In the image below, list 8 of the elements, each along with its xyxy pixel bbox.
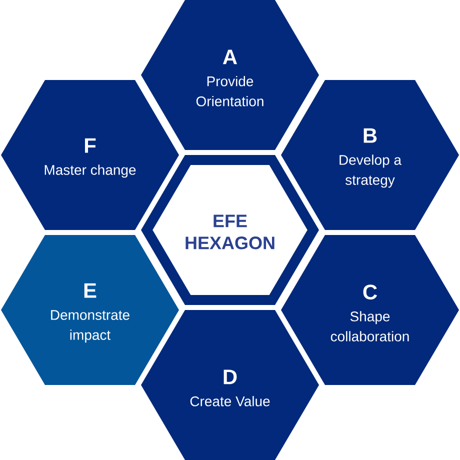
hexagon-tile: B Develop a strategy [281,80,459,230]
hexagon-tile: A Provide Orientation [141,0,319,150]
hexagon-tile: C Shape collaboration [281,235,459,385]
hexagon-tile: D Create Value [141,310,319,460]
node-label: Shape collaboration [330,311,409,342]
hexagon-tile: E Demonstrate impact [1,235,179,385]
hexagon-tile: F Master change [1,80,179,230]
node-label: C [363,284,378,300]
